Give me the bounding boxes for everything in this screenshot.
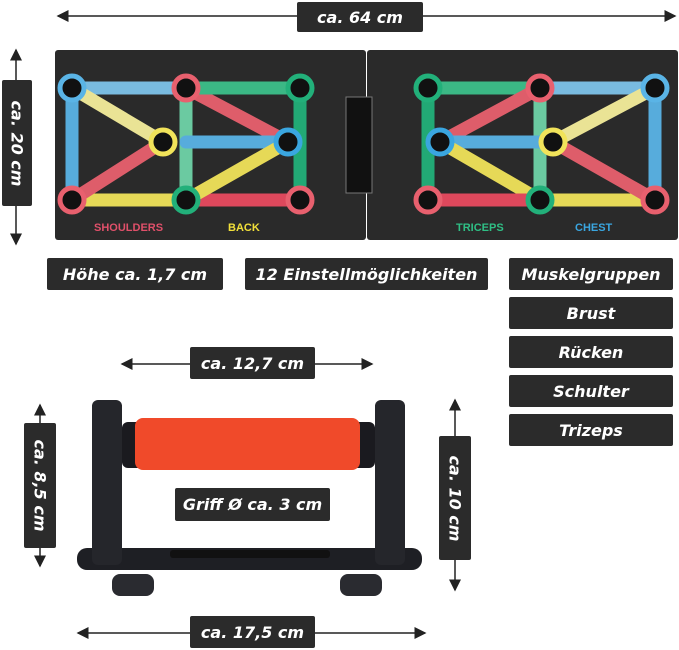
board-thickness-label: Höhe ca. 1,7 cm: [47, 258, 223, 290]
muscle-groups-title: Muskelgruppen: [509, 258, 673, 290]
board-height-label: ca. 20 cm: [2, 80, 32, 206]
handle-right-height-text: ca. 10 cm: [445, 455, 465, 541]
handle-right-height-label: ca. 10 cm: [439, 436, 471, 560]
board-width-label: ca. 64 cm: [297, 2, 423, 32]
muscle-group-item: Schulter: [509, 375, 673, 407]
board-label-back: BACK: [228, 222, 260, 234]
muscle-group-item: Trizeps: [509, 414, 673, 446]
muscle-group-item: Rücken: [509, 336, 673, 368]
pushup-board: [55, 50, 678, 240]
handle-inner-width-label: ca. 12,7 cm: [190, 347, 315, 379]
grip-diameter-label: Griff Ø ca. 3 cm: [175, 488, 330, 521]
board-label-triceps: TRICEPS: [456, 222, 504, 234]
board-height-text: ca. 20 cm: [7, 100, 27, 186]
pushup-handle: [77, 400, 422, 596]
board-label-chest: CHEST: [575, 222, 613, 234]
board-label-shoulders: SHOULDERS: [94, 222, 164, 234]
handle-left-height-label: ca. 8,5 cm: [24, 423, 56, 548]
muscle-group-item: Brust: [509, 297, 673, 329]
handle-left-height-text: ca. 8,5 cm: [30, 439, 50, 532]
handle-total-width-label: ca. 17,5 cm: [190, 616, 315, 648]
settings-label: 12 Einstellmöglichkeiten: [245, 258, 488, 290]
